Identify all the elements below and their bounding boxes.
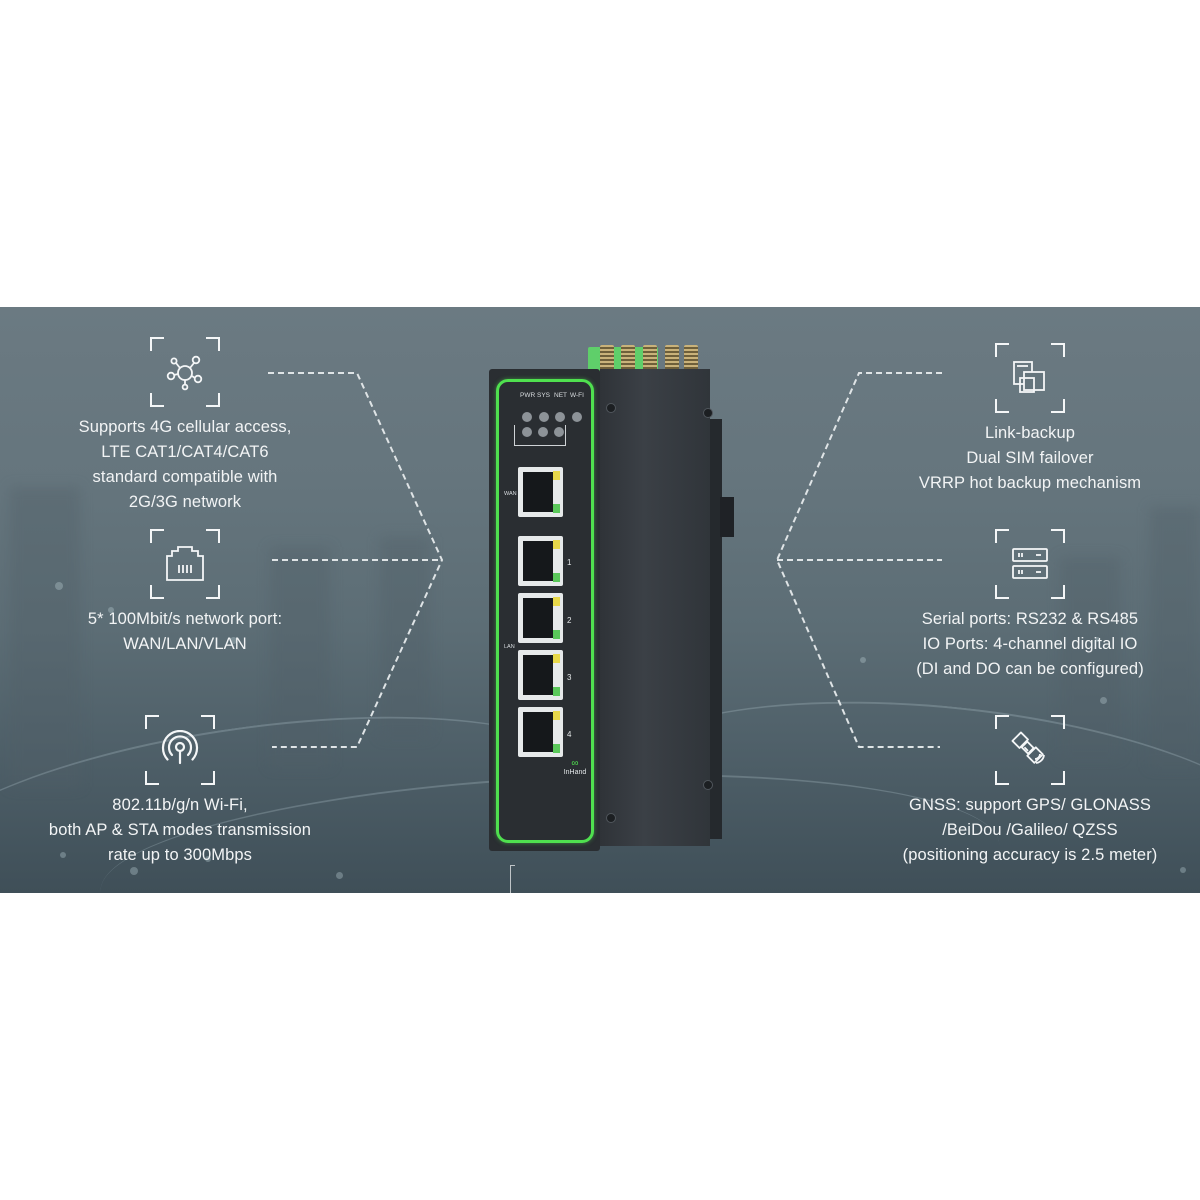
lan-port-4 — [518, 707, 563, 757]
background-dot — [1095, 637, 1100, 642]
background-dot — [60, 852, 66, 858]
din-rail-clip — [720, 497, 734, 537]
feature-text-line: 2G/3G network — [128, 493, 242, 511]
icon-frame — [145, 715, 215, 785]
device-side-panel — [600, 369, 710, 846]
feature-link-backup: Link-backup Dual SIM failover VRRP hot b… — [880, 343, 1180, 496]
led-label-wifi: W-FI — [570, 392, 584, 399]
feature-text-line: 5* 100Mbit/s network port: — [87, 610, 283, 628]
feature-text-line: standard compatible with — [92, 468, 278, 486]
feature-text-line: (DI and DO can be configured) — [916, 660, 1144, 678]
router-device: PWR SYS NET W-FI WAN LAN 1 2 3 4 ∞ InHan… — [0, 307, 1200, 893]
lan-port-3 — [518, 650, 563, 700]
ethernet-port-icon — [166, 546, 204, 581]
background-building — [270, 547, 330, 767]
background-dot — [205, 856, 211, 862]
led-signal-3 — [554, 427, 564, 437]
background-dot — [130, 867, 138, 875]
feature-text-line: IO Ports: 4-channel digital IO — [922, 635, 1138, 653]
background-dot — [1100, 697, 1107, 704]
antenna-connector — [621, 345, 635, 371]
dashed-connectors — [268, 372, 942, 748]
wan-port — [518, 467, 563, 517]
feature-gnss: GNSS: support GPS/ GLONASS /BeiDou /Gali… — [870, 715, 1190, 868]
background-dot — [1180, 867, 1186, 873]
green-accent-frame — [496, 379, 594, 843]
feature-text-line: WAN/LAN/VLAN — [123, 635, 247, 653]
feature-text-line: Supports 4G cellular access, — [78, 418, 292, 436]
lan-port-2 — [518, 593, 563, 643]
background-building — [380, 537, 430, 737]
screw — [703, 780, 713, 790]
background-building — [10, 487, 80, 787]
lan-bracket — [510, 865, 515, 893]
feature-text-line: LTE CAT1/CAT4/CAT6 — [101, 443, 269, 461]
background-building — [1150, 507, 1200, 767]
led-label-pwr: PWR — [520, 392, 536, 399]
led-signal-1 — [522, 427, 532, 437]
lan-port-1 — [518, 536, 563, 586]
antenna-connector — [600, 345, 614, 371]
icon-frame — [995, 715, 1065, 785]
feature-wifi: 802.11b/g/n Wi-Fi, both AP & STA modes t… — [20, 715, 340, 868]
screw — [606, 813, 616, 823]
feature-text-line: (positioning accuracy is 2.5 meter) — [902, 846, 1158, 864]
satellite-gnss-icon — [1011, 731, 1045, 764]
feature-text-line: GNSS: support GPS/ GLONASS — [909, 796, 1151, 814]
feature-text-line: 802.11b/g/n Wi-Fi, — [112, 796, 248, 814]
feature-text-line: Dual SIM failover — [966, 449, 1094, 467]
screw — [606, 403, 616, 413]
port-number: 1 — [567, 558, 572, 567]
icon-frame — [150, 337, 220, 407]
led-wifi — [572, 412, 582, 422]
port-number: 2 — [567, 616, 572, 625]
feature-serial-io: Serial ports: RS232 & RS485 IO Ports: 4-… — [880, 529, 1180, 682]
brand-name: InHand — [563, 769, 587, 776]
icon-frame — [150, 529, 220, 599]
lan-label: LAN — [504, 644, 515, 650]
port-number: 3 — [567, 673, 572, 682]
led-label-sys: SYS — [537, 392, 551, 399]
brand-logo: ∞ InHand — [560, 758, 590, 777]
led-signal-2 — [538, 427, 548, 437]
serial-server-icon — [1012, 548, 1048, 579]
feature-text-line: VRRP hot backup mechanism — [918, 474, 1142, 492]
icon-frame — [995, 343, 1065, 413]
feature-text-line: both AP & STA modes transmission — [48, 821, 312, 839]
background-dot — [55, 582, 63, 590]
antenna-connector — [665, 345, 679, 371]
background-building — [1060, 557, 1120, 757]
din-rail-mount — [710, 419, 722, 839]
background-dot — [230, 637, 237, 644]
feature-text-line: /BeiDou /Galileo/ QZSS — [942, 821, 1118, 839]
led-sys — [539, 412, 549, 422]
feature-network-ports: 5* 100Mbit/s network port: WAN/LAN/VLAN — [40, 529, 330, 657]
antenna-connector — [684, 345, 698, 371]
port-number: 4 — [567, 730, 572, 739]
icon-frame — [995, 529, 1065, 599]
background-dot — [108, 607, 114, 613]
led-label-net: NET — [554, 392, 567, 399]
background-dot — [860, 657, 866, 663]
feature-text-line: Link-backup — [984, 424, 1076, 442]
screw — [703, 408, 713, 418]
brand-logo-icon: ∞ — [571, 758, 579, 769]
product-banner: Supports 4G cellular access, LTE CAT1/CA… — [0, 307, 1200, 893]
wan-label: WAN — [504, 491, 517, 497]
feature-text-line: Serial ports: RS232 & RS485 — [921, 610, 1139, 628]
background-dot — [336, 872, 343, 879]
antenna-connector — [643, 345, 657, 371]
signal-strength-box — [514, 425, 566, 446]
network-hub-icon — [166, 355, 203, 391]
led-pwr — [522, 412, 532, 422]
led-net — [555, 412, 565, 422]
wifi-broadcast-icon — [161, 730, 199, 765]
link-backup-icon — [1013, 361, 1045, 393]
feature-text-line: rate up to 300Mbps — [108, 846, 252, 864]
feature-cellular: Supports 4G cellular access, LTE CAT1/CA… — [40, 337, 330, 515]
